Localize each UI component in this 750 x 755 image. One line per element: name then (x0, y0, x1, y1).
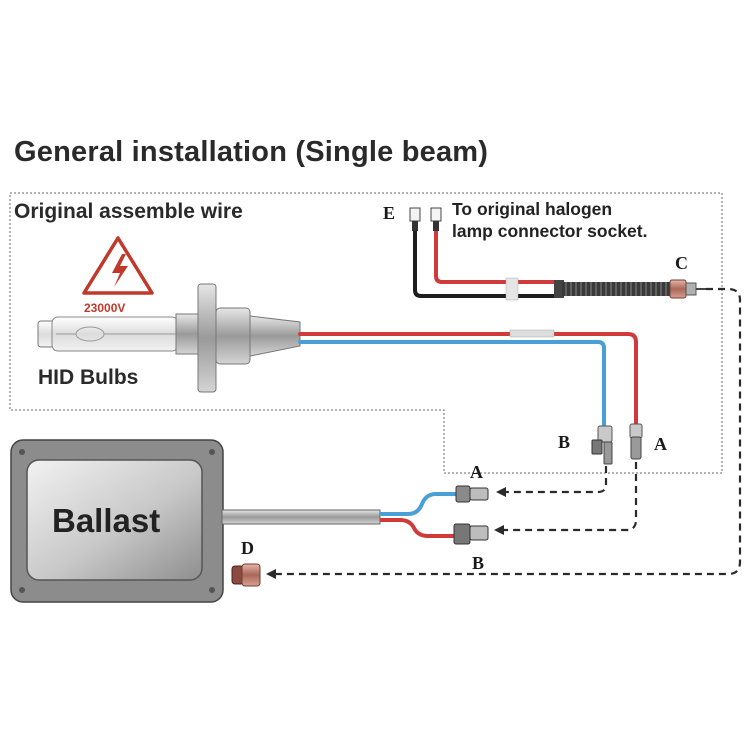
dashed-connection-lines (276, 287, 742, 576)
label-e: E (383, 203, 396, 223)
page-title: General installation (Single beam) (14, 136, 489, 168)
dotted-boundary (9, 192, 723, 474)
halogen-socket-connector (409, 207, 442, 231)
wire-sleeve (509, 329, 555, 338)
dashed-line-b-to-a (504, 466, 608, 494)
connector-c (669, 279, 706, 299)
corrugated-tube-end (554, 280, 564, 298)
label-b-bulb: B (558, 432, 571, 452)
connector-a-bulb (629, 423, 643, 460)
label-a-bulb: A (654, 434, 667, 454)
hid-bulb (37, 283, 301, 393)
bulb-blue-wire (298, 340, 606, 430)
voltage-warning-label: 23000V (84, 301, 126, 315)
label-b-ballast: B (472, 553, 485, 573)
halogen-note-line-2: lamp connector socket. (452, 221, 648, 241)
ballast-blue-wire (380, 492, 458, 516)
label-d: D (241, 538, 254, 558)
arrow-heads (266, 487, 506, 579)
hid-bulbs-label: HID Bulbs (38, 366, 139, 389)
ballast-label: Ballast (52, 502, 161, 539)
halogen-sleeve (505, 277, 519, 301)
corrugated-ribs (565, 282, 667, 296)
halogen-black-wire (413, 231, 554, 298)
label-c: C (675, 253, 688, 273)
dashed-line-a-to-b (502, 462, 638, 532)
connector-b-ballast (453, 523, 489, 545)
high-voltage-warning-icon (82, 236, 154, 295)
label-a-ballast: A (470, 462, 483, 482)
ballast-cable (221, 509, 381, 525)
ballast-unit (10, 439, 224, 603)
ballast-red-wire (380, 518, 456, 538)
bulb-red-wire (298, 332, 638, 428)
halogen-red-wire (434, 231, 554, 284)
halogen-note-line-1: To original halogen (452, 199, 613, 219)
connector-d (231, 563, 261, 587)
original-assemble-wire-label: Original assemble wire (14, 200, 243, 223)
connector-a-ballast (455, 485, 489, 503)
dashed-line-c-to-d (276, 287, 742, 576)
halogen-socket-note: To original halogen lamp connector socke… (452, 198, 647, 242)
connector-b-bulb (591, 425, 613, 465)
